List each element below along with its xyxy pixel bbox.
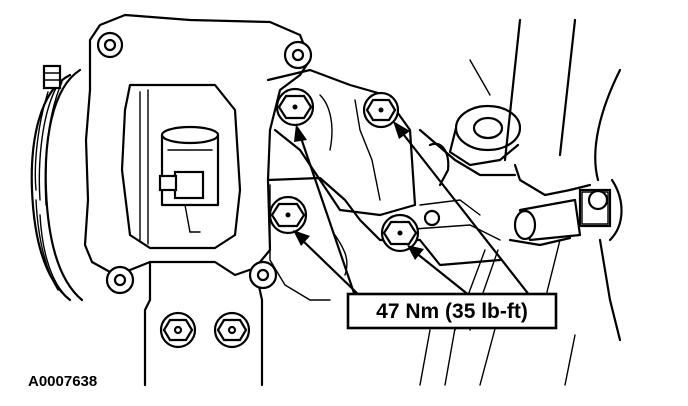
sensor-body [158,125,220,233]
upper-left-bolt-icon [275,87,315,127]
upper-right-bolt-icon [362,91,400,129]
pulley-icon [30,64,84,302]
leader-lines [293,121,532,298]
figure-id-label: A0007638 [28,373,97,390]
heater-pipe [508,163,623,247]
lower-left-bolt-icon [268,195,308,235]
torque-callout: 47 Nm (35 lb-ft) [346,292,558,330]
lower-right-bolt-icon [380,213,420,253]
torque-label: 47 Nm (35 lb-ft) [376,300,528,323]
coolant-outlet-boss [448,104,522,167]
lower-flange-bolts [159,311,251,349]
pump-housing [83,13,313,387]
